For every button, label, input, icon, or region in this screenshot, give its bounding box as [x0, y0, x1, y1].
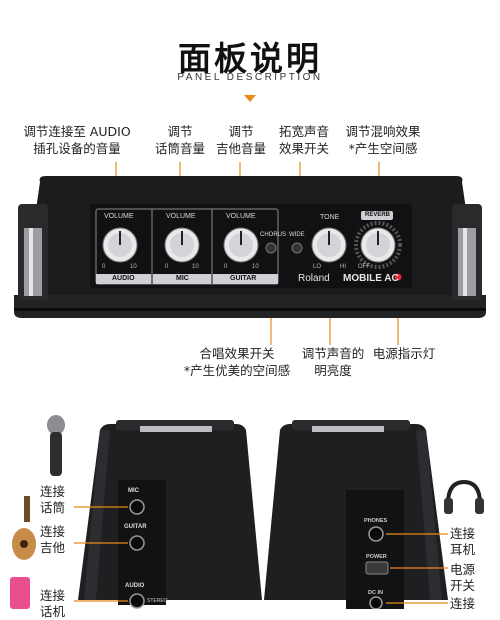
- page-title: 面板说明: [178, 39, 322, 78]
- connect-headphones-label: 连接耳机: [450, 526, 476, 557]
- power-switch-callout: 电源开关: [450, 562, 476, 593]
- connect-guitar-label: 连接吉他: [40, 524, 66, 555]
- guitar-jack-label: GUITAR: [124, 524, 147, 530]
- connect-phone-label: 连接话机: [40, 588, 66, 619]
- page-subtitle: PANEL DESCRIPTION: [177, 72, 323, 83]
- down-arrow-icon: [244, 95, 256, 102]
- callout-reverb: 调节混响效果*产生空间感: [345, 124, 421, 156]
- dc-in-label: DC IN: [368, 590, 383, 596]
- wide-label: WIDE: [289, 232, 305, 238]
- microphone-icon: [47, 415, 65, 476]
- audio-section-label: AUDIO: [112, 275, 135, 282]
- phone-icon: [10, 577, 30, 609]
- audio-volume-label: VOLUME: [104, 213, 134, 220]
- callout-power-led: 电源指示灯: [372, 346, 436, 361]
- guitar-scale-min: 0: [224, 264, 228, 270]
- power-switch-label: POWER: [366, 554, 387, 560]
- connect-dc-label: 连接: [450, 596, 476, 611]
- mic-scale-min: 0: [165, 264, 169, 270]
- connect-mic-label: 连接话筒: [40, 484, 66, 515]
- power-led: [394, 273, 402, 281]
- mic-jack-label: MIC: [128, 488, 139, 494]
- reverb-off-label: OFF: [358, 264, 370, 270]
- stereo-label: STEREO: [147, 598, 168, 604]
- tone-lo-label: LO: [313, 264, 322, 270]
- model-name: MOBILE AC: [343, 273, 399, 284]
- guitar-volume-knob: [223, 227, 259, 263]
- tone-knob: [311, 227, 347, 263]
- audio-scale-min: 0: [102, 264, 106, 270]
- callout-tone: 调节声音的明亮度: [301, 346, 365, 378]
- audio-scale-max: 10: [130, 264, 137, 270]
- callout-mic-volume: 调节话筒音量: [154, 124, 205, 156]
- mic-section-label: MIC: [176, 275, 189, 282]
- guitar-scale-max: 10: [252, 264, 259, 270]
- audio-volume-knob: [102, 227, 138, 263]
- guitar-section-label: GUITAR: [230, 275, 257, 282]
- callout-chorus: 合唱效果开关*产生优美的空间感: [183, 346, 291, 378]
- callout-guitar-volume: 调节吉他音量: [215, 124, 266, 156]
- tone-hi-label: HI: [340, 264, 346, 270]
- wide-button: [291, 242, 303, 254]
- headphones-icon: [444, 479, 484, 514]
- mic-volume-label: VOLUME: [166, 213, 196, 220]
- phones-jack-label: PHONES: [364, 518, 388, 524]
- audio-jack-label: AUDIO: [125, 583, 145, 589]
- callout-wide-switch: 拓宽声音效果开关: [278, 124, 329, 156]
- reverb-knob: [354, 221, 402, 269]
- mic-scale-max: 10: [192, 264, 199, 270]
- tone-label: TONE: [320, 214, 340, 221]
- guitar-volume-label: VOLUME: [226, 213, 256, 220]
- chorus-button: [265, 242, 277, 254]
- mic-volume-knob: [164, 227, 200, 263]
- guitar-icon: [12, 496, 36, 560]
- reverb-label: REVERB: [365, 212, 391, 218]
- chorus-label: CHORUS: [260, 232, 287, 238]
- brand-logo: Roland: [298, 273, 330, 284]
